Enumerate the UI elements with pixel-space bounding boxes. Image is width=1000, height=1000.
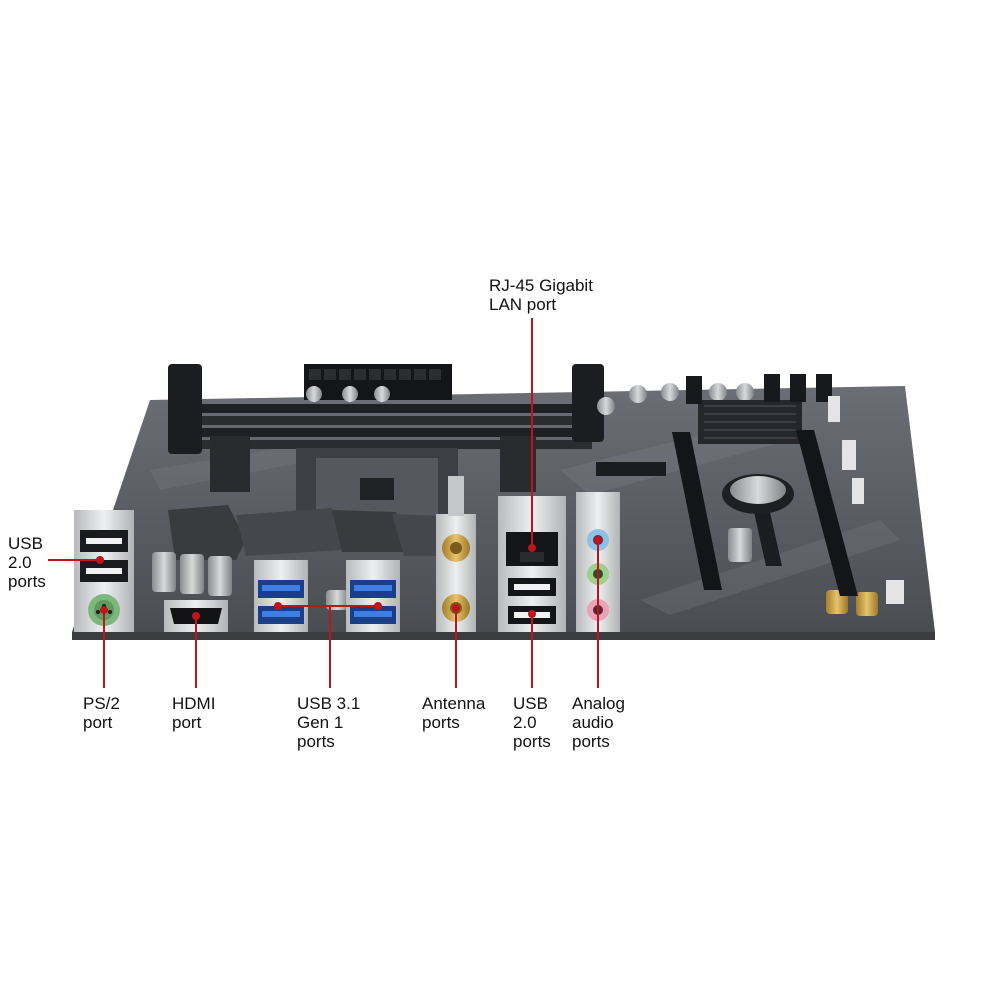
io-usb31-right bbox=[346, 560, 400, 632]
label-rj45-gigabit-lan-port: RJ-45 Gigabit LAN port bbox=[489, 276, 593, 314]
label-usb-2-0-ports-left: USB 2.0 ports bbox=[8, 534, 46, 591]
atx-power-connector bbox=[304, 364, 452, 402]
cmos-battery bbox=[722, 474, 794, 514]
label-ps2-port: PS/2 port bbox=[83, 694, 120, 732]
m2-slot bbox=[596, 462, 666, 476]
io-usb31-left bbox=[254, 560, 308, 632]
vrm-heatsink bbox=[168, 505, 444, 560]
label-analog-audio-ports: Analog audio ports bbox=[572, 694, 625, 751]
label-antenna-ports: Antenna ports bbox=[422, 694, 486, 732]
chipset-heatsink bbox=[698, 400, 802, 444]
pin-headers bbox=[828, 396, 904, 604]
memory-slots bbox=[168, 364, 604, 454]
label-usb-3-1-gen-1-ports: USB 3.1 Gen 1 ports bbox=[297, 694, 361, 751]
label-usb-2-0-ports-right: USB 2.0 ports bbox=[513, 694, 551, 751]
pcie-slots bbox=[672, 430, 858, 596]
label-hdmi-port: HDMI port bbox=[172, 694, 216, 732]
io-antenna-ports bbox=[436, 476, 476, 632]
leader-lines bbox=[48, 318, 602, 688]
sata-connectors bbox=[686, 374, 832, 404]
